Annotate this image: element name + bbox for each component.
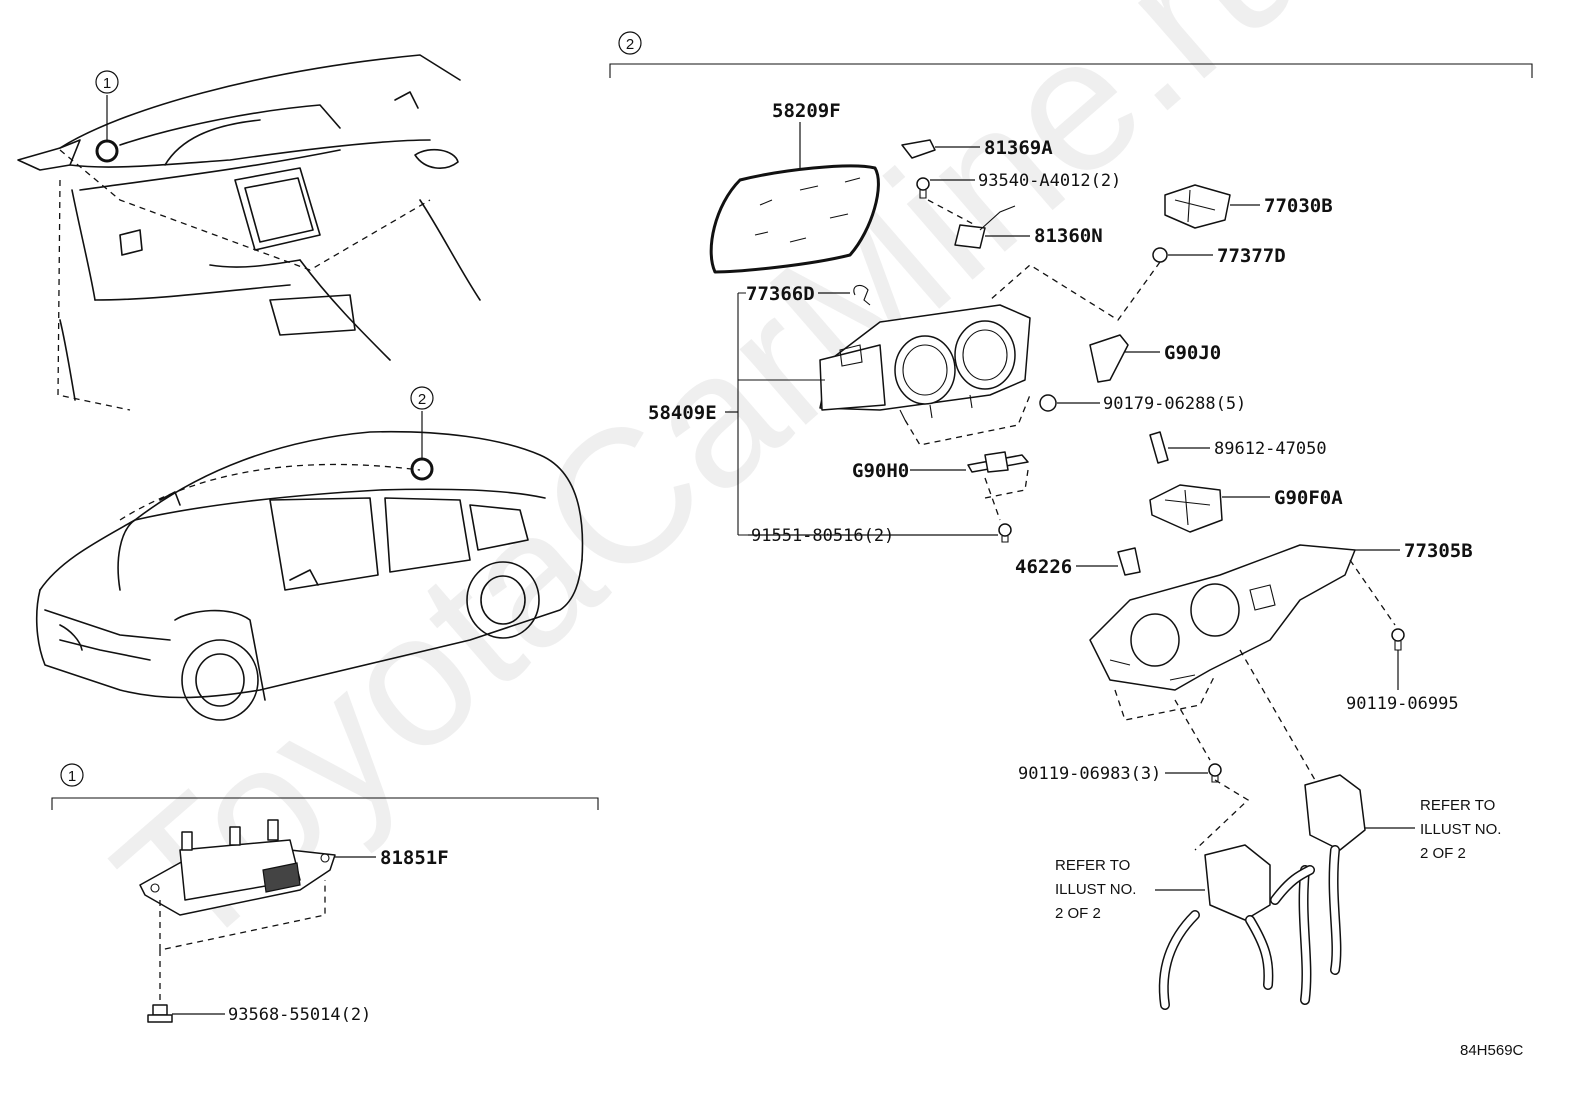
location-marker-2 [410, 457, 434, 481]
label-90179: 90179-06288(5) [1103, 394, 1246, 414]
part-G90J0 [1089, 334, 1129, 383]
svg-text:2 OF 2: 2 OF 2 [1055, 905, 1101, 922]
callout-1-top: 1 [95, 70, 119, 94]
bracket-58409E [737, 292, 825, 536]
part-93568-bolt [147, 1004, 173, 1023]
label-77030B: 77030B [1264, 195, 1333, 217]
part-81369A [901, 139, 936, 159]
callout-1-group: 1 [60, 763, 84, 787]
part-89612 [1149, 431, 1169, 464]
part-91551-screw [998, 523, 1012, 543]
label-93568: 93568-55014(2) [228, 1005, 371, 1025]
label-81851F: 81851F [380, 847, 449, 869]
label-77377D: 77377D [1217, 245, 1286, 267]
part-meter-assembly [819, 304, 1031, 421]
label-89612: 89612-47050 [1214, 439, 1327, 459]
label-77366D: 77366D [746, 283, 815, 305]
part-58209F-glass [709, 164, 880, 274]
label-46226: 46226 [1015, 556, 1072, 578]
part-93540-screw [916, 177, 930, 199]
label-81360N: 81360N [1034, 225, 1103, 247]
part-77305B-plate [1089, 544, 1356, 691]
part-46226-clip [1117, 547, 1141, 576]
label-90119-06995: 90119-06995 [1346, 694, 1459, 714]
part-90119-06983-bolt [1208, 763, 1222, 783]
label-G90J0: G90J0 [1164, 342, 1221, 364]
callout-2-group: 2 [618, 31, 642, 55]
part-90179-nut [1039, 394, 1057, 412]
label-58409E: 58409E [648, 402, 717, 424]
svg-text:1: 1 [103, 75, 111, 92]
svg-text:1: 1 [68, 768, 76, 785]
part-77366D [853, 284, 871, 306]
label-93540: 93540-A4012(2) [978, 171, 1121, 191]
label-90119-06983: 90119-06983(3) [1018, 764, 1161, 784]
refer-note-left: REFER TO ILLUST NO. 2 OF 2 [1055, 857, 1136, 922]
label-58209F: 58209F [772, 100, 841, 122]
label-77305B: 77305B [1404, 540, 1473, 562]
label-91551: 91551-80516(2) [751, 526, 894, 546]
car-illustration [35, 430, 584, 721]
svg-text:REFER TO: REFER TO [1420, 797, 1495, 814]
part-90119-06995-bolt [1391, 628, 1405, 651]
part-G90F0A [1149, 484, 1223, 533]
part-77377D [1152, 247, 1168, 263]
svg-text:REFER TO: REFER TO [1055, 857, 1130, 874]
refer-note-right: REFER TO ILLUST NO. 2 OF 2 [1420, 797, 1501, 862]
svg-text:2: 2 [418, 391, 426, 408]
label-G90F0A: G90F0A [1274, 487, 1343, 509]
svg-text:2: 2 [626, 36, 634, 53]
diagram-code: 84H569C [1460, 1042, 1524, 1059]
wire-harness [1158, 774, 1366, 1010]
group-2-bracket [609, 63, 1533, 78]
callout-2-car: 2 [410, 386, 434, 410]
label-81369A: 81369A [984, 137, 1053, 159]
group-1-bracket [51, 797, 599, 810]
location-marker-1 [95, 139, 119, 163]
dashboard-illustration [17, 54, 481, 411]
label-G90H0: G90H0 [852, 460, 909, 482]
svg-text:ILLUST NO.: ILLUST NO. [1420, 821, 1501, 838]
part-81851F-sensor [139, 819, 336, 916]
part-81360N [954, 205, 1016, 249]
svg-text:ILLUST NO.: ILLUST NO. [1055, 881, 1136, 898]
svg-text:2 OF 2: 2 OF 2 [1420, 845, 1466, 862]
part-77030B [1164, 184, 1231, 229]
part-G90H0 [967, 451, 1029, 473]
